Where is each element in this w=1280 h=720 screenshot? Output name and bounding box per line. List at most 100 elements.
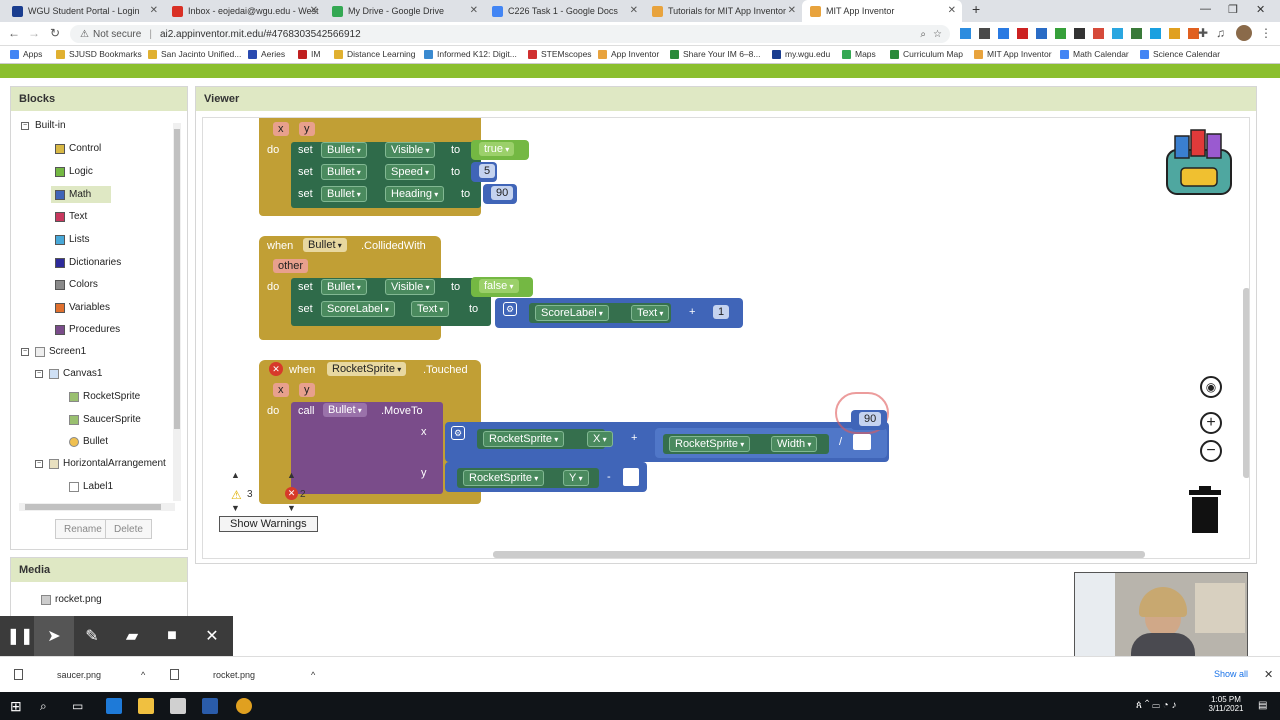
bookmark-item[interactable]: my.wgu.edu	[772, 49, 830, 59]
category-procedures[interactable]: Procedures	[55, 324, 120, 335]
download-item[interactable]: rocket.png^	[170, 669, 315, 680]
category-colors[interactable]: Colors	[55, 279, 98, 290]
pen-icon[interactable]: ✎	[85, 628, 99, 645]
close-icon[interactable]: ✕	[947, 5, 956, 16]
backpack-icon[interactable]	[1161, 128, 1237, 198]
search-icon[interactable]: ⌕	[40, 699, 47, 713]
category-lists[interactable]: Lists	[55, 234, 90, 245]
false-dropdown[interactable]: false	[479, 279, 519, 293]
component-dropdown[interactable]: RocketSprite	[669, 436, 751, 452]
close-icon[interactable]: ✕	[469, 5, 478, 16]
extension-icon[interactable]	[1055, 28, 1066, 39]
bookmark-item[interactable]: STEMscopes	[528, 49, 592, 59]
close-icon[interactable]: ✕	[629, 5, 638, 16]
scrollbar-thumb[interactable]	[25, 504, 161, 510]
component-dropdown[interactable]: Bullet	[321, 186, 367, 202]
tree-saucersprite[interactable]: SaucerSprite	[69, 414, 141, 425]
property-dropdown[interactable]: Text	[631, 305, 670, 321]
url-field[interactable]: ⚠ Not secure | ai2.appinventor.mit.edu/#…	[70, 25, 950, 43]
back-icon[interactable]: ←	[8, 26, 20, 40]
edge-icon[interactable]	[106, 698, 122, 714]
highlighter-icon[interactable]: ▰	[125, 628, 139, 645]
zoom-out-icon[interactable]: −	[1200, 440, 1222, 462]
bookmark-item[interactable]: Math Calendar	[1060, 49, 1129, 59]
tree-canvas1[interactable]: −Canvas1	[35, 368, 103, 379]
extension-icon[interactable]	[1131, 28, 1142, 39]
extension-icon[interactable]	[1188, 28, 1199, 39]
restore-icon[interactable]: ❐	[1228, 4, 1238, 16]
windows-start-icon[interactable]: ⊞	[10, 698, 22, 714]
workspace-scrollbar-vertical[interactable]	[1243, 288, 1249, 478]
property-dropdown[interactable]: Width	[771, 436, 818, 452]
browser-tab[interactable]: Inbox - eojedai@wgu.edu - West✕	[164, 0, 324, 22]
show-warnings-button[interactable]: Show Warnings	[219, 516, 318, 532]
bookmark-item[interactable]: Aeries	[248, 49, 285, 59]
browser-tab[interactable]: Tutorials for MIT App Inventor✕	[644, 0, 802, 22]
warning-down-arrow[interactable]: ▼	[231, 503, 240, 513]
extension-icon[interactable]	[1036, 28, 1047, 39]
number-field[interactable]: 90	[859, 412, 882, 426]
close-icon[interactable]: ✕	[787, 5, 796, 16]
trash-icon[interactable]	[1187, 486, 1223, 534]
bookmark-item[interactable]: SJUSD Bookmarks	[56, 49, 142, 59]
param-y[interactable]: y	[299, 383, 315, 397]
media-icon[interactable]: ♫	[1216, 26, 1225, 40]
extension-icon[interactable]	[998, 28, 1009, 39]
close-icon[interactable]: ✕	[1264, 669, 1274, 681]
true-dropdown[interactable]: true	[479, 142, 515, 156]
file-explorer-icon[interactable]	[138, 698, 154, 714]
rename-button[interactable]: Rename	[55, 519, 111, 539]
component-dropdown[interactable]: ScoreLabel	[321, 301, 395, 317]
category-control[interactable]: Control	[55, 143, 101, 154]
tree-label1[interactable]: Label1	[69, 481, 113, 492]
bookmark-item[interactable]: Informed K12: Digit...	[424, 49, 517, 59]
browser-tab[interactable]: My Drive - Google Drive✕	[324, 0, 484, 22]
browser-tab[interactable]: WGU Student Portal - Login✕	[4, 0, 164, 22]
category-dictionaries[interactable]: Dictionaries	[55, 257, 121, 268]
forward-icon[interactable]: →	[28, 26, 40, 40]
component-dropdown[interactable]: ScoreLabel	[535, 305, 609, 321]
error-icon[interactable]: ✕	[269, 362, 283, 376]
component-dropdown[interactable]: RocketSprite	[327, 362, 407, 376]
tree-horizontal-arrangement[interactable]: −HorizontalArrangement	[35, 458, 166, 469]
chrome-icon[interactable]	[236, 698, 252, 714]
browser-tab-active[interactable]: MIT App Inventor✕	[802, 0, 962, 22]
extension-icon[interactable]	[979, 28, 990, 39]
workspace-scrollbar-horizontal[interactable]	[493, 551, 1145, 558]
notification-icon[interactable]: ▤	[1258, 700, 1268, 711]
category-math[interactable]: Math	[51, 186, 111, 203]
bookmark-item[interactable]: San Jacinto Unified...	[148, 49, 241, 59]
property-dropdown[interactable]: Heading	[385, 186, 445, 202]
browser-tab[interactable]: C226 Task 1 - Google Docs✕	[484, 0, 644, 22]
bookmark-item[interactable]: MIT App Inventor	[974, 49, 1052, 59]
tree-scrollbar-vertical[interactable]	[173, 123, 181, 501]
bookmark-item[interactable]: Science Calendar	[1140, 49, 1220, 59]
warning-up-arrow[interactable]: ▲	[231, 470, 240, 480]
component-dropdown[interactable]: Bullet	[303, 238, 347, 252]
bookmark-item[interactable]: Maps	[842, 49, 876, 59]
bookmark-item[interactable]: Share Your IM 6–8...	[670, 49, 761, 59]
number-field[interactable]: 90	[491, 186, 514, 200]
component-dropdown[interactable]: Bullet	[321, 164, 367, 180]
new-tab-button[interactable]: +	[972, 1, 981, 17]
zoom-in-icon[interactable]: +	[1200, 412, 1222, 434]
tree-scrollbar-horizontal[interactable]	[19, 503, 175, 511]
collapse-icon[interactable]: −	[35, 459, 43, 468]
close-icon[interactable]: ✕	[205, 628, 219, 645]
bookmark-item[interactable]: Distance Learning	[334, 49, 416, 59]
number-field[interactable]: 5	[479, 164, 496, 178]
extension-icon[interactable]	[1093, 28, 1104, 39]
extension-icon[interactable]	[1169, 28, 1180, 39]
camera-icon[interactable]: ■	[167, 627, 177, 644]
property-dropdown[interactable]: Text	[411, 301, 450, 317]
blocks-workspace[interactable]: x y do set Bullet Visible to true set Bu…	[202, 117, 1250, 559]
empty-socket[interactable]	[623, 468, 639, 486]
extension-icon[interactable]	[1150, 28, 1161, 39]
tree-screen1[interactable]: −Screen1	[21, 346, 87, 357]
call-moveto-block[interactable]	[291, 402, 443, 494]
gear-icon[interactable]: ⚙	[451, 426, 465, 440]
category-logic[interactable]: Logic	[55, 166, 93, 177]
close-window-icon[interactable]: ✕	[1256, 4, 1266, 16]
reload-icon[interactable]: ↻	[50, 26, 61, 40]
